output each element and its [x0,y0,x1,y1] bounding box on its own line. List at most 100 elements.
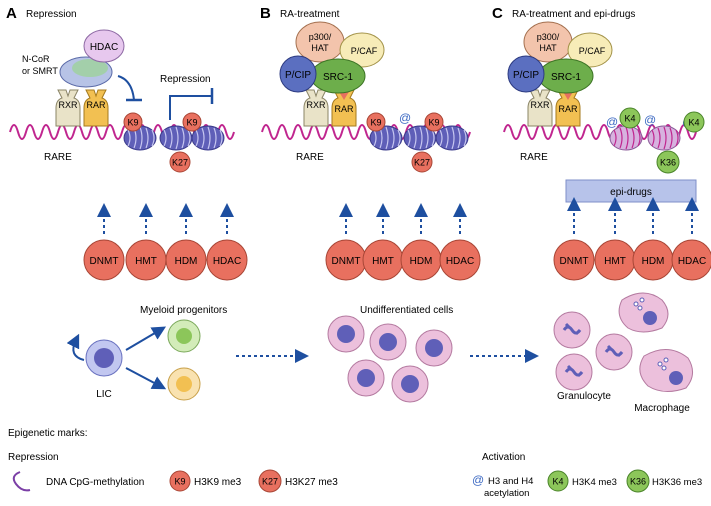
k9-mark: K9 [182,112,202,132]
legend-k4-icon: K4 [547,470,569,492]
nucleosome [123,125,157,151]
panel-a-title: Repression [26,9,77,20]
granulocyte-cell [555,353,593,391]
pcaf-label: P/CAF [579,46,606,56]
legend-acetyl-line2: acetylation [484,488,529,499]
pcip-complex: P/CIP [507,55,545,93]
macrophage-cell [639,349,693,392]
svg-text:HMT: HMT [372,256,394,267]
rxr-label: RXR [58,100,78,110]
pcaf-label: P/CAF [351,46,378,56]
differentiation-arrow [125,326,167,351]
legend-repression: Repression [8,452,59,463]
svg-text:K9: K9 [186,118,197,128]
enzyme-hdm: HDM [632,239,674,281]
repression-arrow [169,95,212,120]
svg-text:HDAC: HDAC [678,256,706,267]
enzymes-panel-a: DNMT HMT HDM HDAC [83,239,248,281]
svg-text:K4: K4 [624,114,635,124]
ncor-complex [59,56,113,88]
enzyme-hmt: HMT [125,239,167,281]
myeloid-progenitors-label: Myeloid progenitors [140,305,227,316]
svg-text:K4: K4 [552,477,563,487]
enzyme-hdm: HDM [400,239,442,281]
acetylation-mark: @ [644,113,656,127]
svg-text:HDM: HDM [410,256,433,267]
legend-k9-icon: K9 [169,470,191,492]
enzyme-hmt: HMT [594,239,636,281]
nucleosome [647,125,681,151]
legend-acetyl-line1: H3 and H4 [488,476,533,487]
src1-complex: SRC-1 [538,58,594,94]
macrophage-cell [618,292,669,333]
legend-k9-text: H3K9 me3 [194,477,242,488]
rare-label: RARE [520,152,548,163]
enzymes-panel-c: DNMT HMT HDM HDAC [553,239,711,281]
enzyme-hdac: HDAC [671,239,711,281]
undifferentiated-cell [391,365,429,403]
pcaf-complex: P/CAF [567,32,613,68]
p300-hat-complex: p300/ HAT [295,21,345,63]
svg-text:DNMT: DNMT [90,256,119,267]
rar-label: RAR [86,100,106,110]
rxr-label: RXR [306,100,326,110]
rar-label: RAR [558,104,578,114]
ncor-label-line1: N-CoR [22,54,50,64]
enzyme-hdm: HDM [165,239,207,281]
lic-cell [85,339,123,377]
legend-k4-text: H3K4 me3 [572,477,617,488]
svg-text:K9: K9 [127,118,138,128]
undifferentiated-cell [347,359,385,397]
rare-label: RARE [296,152,324,163]
src1-label: SRC-1 [323,72,353,83]
acetylation-icon: @ [472,473,484,487]
p300-label-line1: p300/ [537,32,560,42]
svg-text:K36: K36 [630,477,646,487]
svg-text:HDAC: HDAC [213,256,241,267]
rar-receptor: RAR [555,89,581,127]
panel-a-letter: A [6,5,17,22]
svg-text:K4: K4 [688,118,699,128]
svg-text:DNMT: DNMT [560,256,589,267]
rxr-receptor: RXR [55,89,81,127]
panel-c-chromatin: @ @ @ RXR RAR RARE p300/ HAT P/CAF SRC-1… [503,21,705,174]
nucleosome [403,125,437,151]
enzyme-dnmt: DNMT [325,239,367,281]
legend-k36-icon: K36 [626,469,650,493]
nucleosome [159,125,193,151]
rxr-receptor: RXR [527,89,553,127]
svg-text:K27: K27 [414,158,430,168]
undifferentiated-cell [327,315,365,353]
granulocyte-cell [595,333,633,371]
progenitor-cell-green [167,319,201,353]
enzyme-hdac: HDAC [439,239,481,281]
self-renewal-arrow [66,333,85,361]
p300-hat-complex: p300/ HAT [523,21,573,63]
nucleosome [369,125,403,151]
svg-text:K9: K9 [174,477,185,487]
legend-k27-icon: K27 [258,469,282,493]
acetylation-mark: @ [399,111,411,125]
svg-text:DNMT: DNMT [332,256,361,267]
pcip-complex: P/CIP [279,55,317,93]
panel-a-chromatin: RXR RAR RARE HDAC N-CoR or SMRT Repressi… [9,29,235,173]
enzyme-dnmt: DNMT [553,239,595,281]
progenitor-cell-yellow [167,367,201,401]
macrophage-label: Macrophage [634,403,690,414]
ncor-label-line2: or SMRT [22,66,58,76]
svg-text:K9: K9 [370,118,381,128]
granulocyte-cell [553,311,591,349]
k4-mark: K4 [683,111,705,133]
k27-mark: K27 [169,151,191,173]
rar-label: RAR [334,104,354,114]
svg-text:HDAC: HDAC [446,256,474,267]
k27-mark: K27 [411,151,433,173]
epi-drugs-box: epi-drugs [565,179,697,203]
pcip-label: P/CIP [513,70,539,81]
panel-c-title: RA-treatment and epi-drugs [512,9,635,20]
epi-drugs-label: epi-drugs [610,187,652,198]
svg-text:HDM: HDM [175,256,198,267]
enzymes-panel-b: DNMT HMT HDM HDAC [325,239,481,281]
